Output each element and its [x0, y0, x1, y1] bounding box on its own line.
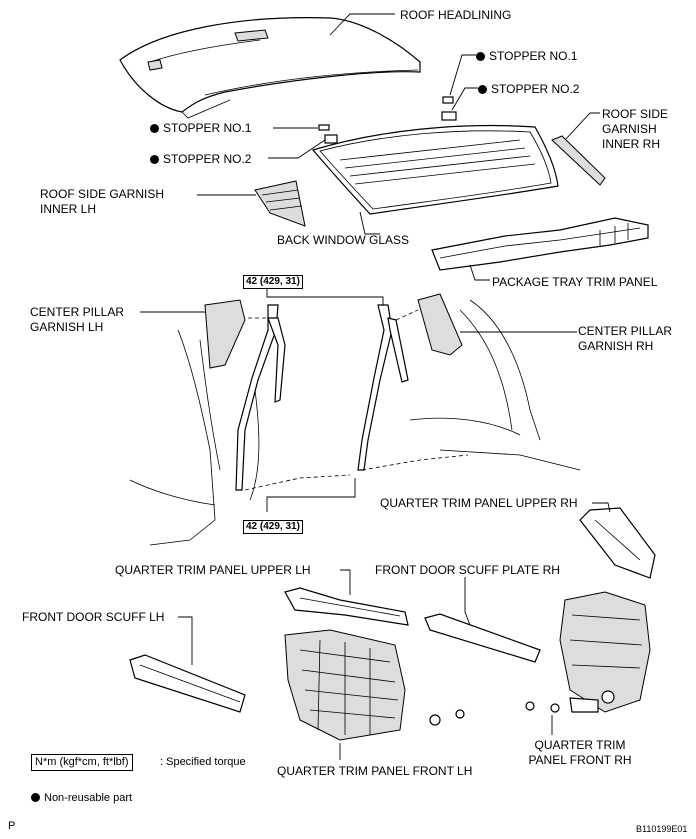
label-package-tray-trim-panel: PACKAGE TRAY TRIM PANEL	[492, 275, 658, 289]
label-stopper-no2-left: STOPPER NO.2	[150, 152, 251, 166]
label-stopper-no2-top: STOPPER NO.2	[478, 82, 579, 96]
label-stopper-no1-top-text: STOPPER NO.1	[489, 49, 578, 63]
package-tray-trim-panel-part	[431, 217, 649, 271]
label-center-pillar-garnish-rh: CENTER PILLAR GARNISH RH	[578, 324, 672, 354]
label-roof-side-garnish-inner-rh: ROOF SIDE GARNISH INNER RH	[602, 107, 668, 152]
stopper-no1-top-part	[442, 96, 454, 104]
seat-belt-rh-part	[357, 304, 419, 471]
back-window-glass-part	[311, 124, 559, 215]
body-side-outline	[129, 299, 581, 546]
stopper-no2-top-part	[441, 111, 457, 121]
label-center-pillar-rh-line1: CENTER PILLAR	[578, 324, 673, 338]
label-roof-garnish-rh-line2: GARNISH	[602, 122, 657, 136]
legend-torque-text: : Specified torque	[160, 756, 246, 768]
non-reusable-dot-icon	[150, 124, 159, 133]
label-quarter-trim-panel-upper-lh: QUARTER TRIM PANEL UPPER LH	[115, 563, 311, 577]
non-reusable-dot-icon	[31, 793, 40, 802]
corner-code-right: B110199E01	[636, 824, 688, 834]
front-door-scuff-plate-rh-part	[424, 613, 541, 663]
label-stopper-no2-top-text: STOPPER NO.2	[491, 82, 580, 96]
seat-belt-lh-part	[235, 304, 286, 491]
non-reusable-dot-icon	[150, 155, 159, 164]
torque-spec-upper: 42 (429, 31)	[243, 275, 303, 289]
legend-nonreusable-text: Non-reusable part	[44, 792, 133, 804]
legend-torque-unit-box: N*m (kgf*cm, ft*lbf)	[31, 754, 133, 771]
label-roof-headlining: ROOF HEADLINING	[400, 8, 512, 22]
center-pillar-garnish-lh-part	[204, 299, 246, 369]
label-front-door-scuff-plate-rh: FRONT DOOR SCUFF PLATE RH	[375, 563, 560, 577]
label-quarter-trim-panel-upper-rh: QUARTER TRIM PANEL UPPER RH	[380, 496, 578, 510]
center-pillar-garnish-rh-part	[417, 293, 463, 356]
label-stopper-no1-left-text: STOPPER NO.1	[163, 121, 252, 135]
label-quarter-front-rh-line2: PANEL FRONT RH	[528, 753, 632, 767]
non-reusable-dot-icon	[478, 85, 487, 94]
corner-code-left: P	[8, 820, 16, 832]
label-back-window-glass: BACK WINDOW GLASS	[277, 233, 410, 247]
label-roof-garnish-lh-line2: INNER LH	[40, 202, 97, 216]
label-stopper-no1-top: STOPPER NO.1	[476, 49, 577, 63]
label-quarter-trim-panel-front-rh: QUARTER TRIM PANEL FRONT RH	[520, 738, 640, 768]
quarter-trim-panel-front-rh-part	[525, 591, 651, 713]
label-center-pillar-lh-line2: GARNISH LH	[30, 320, 104, 334]
label-quarter-trim-panel-front-lh: QUARTER TRIM PANEL FRONT LH	[277, 764, 473, 778]
roof-side-garnish-rh-part	[551, 135, 606, 186]
stopper-no1-left-part	[318, 124, 330, 131]
torque-spec-lower: 42 (429, 31)	[243, 520, 303, 534]
label-roof-garnish-rh-line1: ROOF SIDE	[602, 107, 669, 121]
label-roof-garnish-lh-line1: ROOF SIDE GARNISH	[40, 187, 165, 201]
label-roof-garnish-rh-line3: INNER RH	[602, 137, 661, 151]
label-center-pillar-lh-line1: CENTER PILLAR	[30, 305, 125, 319]
roof-side-garnish-lh-part	[254, 180, 306, 227]
front-door-scuff-lh-part	[129, 654, 246, 713]
roof-headlining-part	[119, 17, 421, 119]
quarter-trim-panel-upper-rh-part	[579, 507, 656, 579]
stopper-no2-left-part	[324, 134, 338, 144]
label-stopper-no1-left: STOPPER NO.1	[150, 121, 251, 135]
label-center-pillar-garnish-lh: CENTER PILLAR GARNISH LH	[30, 305, 124, 335]
label-stopper-no2-left-text: STOPPER NO.2	[163, 152, 252, 166]
label-front-door-scuff-lh: FRONT DOOR SCUFF LH	[22, 610, 165, 624]
quarter-trim-panel-upper-lh-part	[284, 587, 409, 626]
legend-nonreusable: Non-reusable part	[31, 792, 132, 805]
label-center-pillar-rh-line2: GARNISH RH	[578, 339, 654, 353]
label-quarter-front-rh-line1: QUARTER TRIM	[534, 738, 626, 752]
quarter-trim-panel-front-lh-part	[284, 629, 465, 741]
label-roof-side-garnish-inner-lh: ROOF SIDE GARNISH INNER LH	[40, 187, 164, 217]
non-reusable-dot-icon	[476, 52, 485, 61]
